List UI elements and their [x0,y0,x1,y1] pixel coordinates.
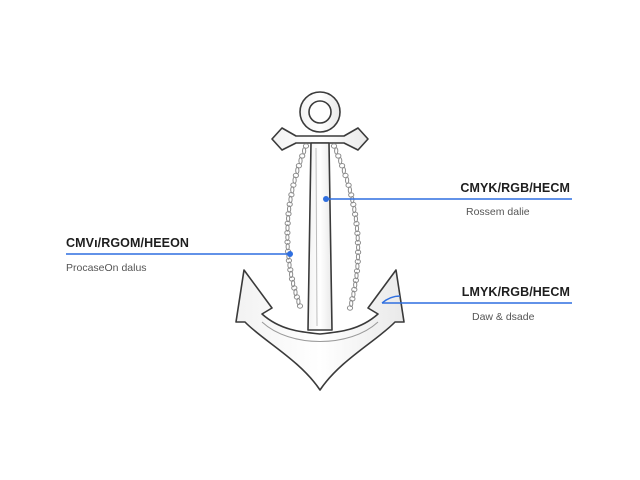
chain-link [284,230,291,236]
anchor-crown-line [261,321,379,342]
chain-link [355,234,360,242]
chain-link [293,288,298,297]
callout-hook-lower-right [381,295,401,304]
chain-link [354,240,361,246]
chain-link [356,243,361,252]
callout-left-title: CMVı/RGOM/HEEON [66,236,190,250]
chain-link [289,270,294,279]
anchor-stock [271,127,369,151]
chain-left [284,143,310,309]
anchor-ring-hole [308,100,332,124]
chain-link [287,261,292,269]
callout-lower-right-title: LMYK/RGB/HECM [461,285,570,299]
chain-link [354,258,361,265]
anchor-icon [235,91,405,391]
chain-link [338,157,343,165]
anchor-shank [307,142,333,331]
chain-link [285,243,290,251]
chain-link [302,147,307,155]
anchor-arms [235,269,405,391]
chain-link [302,143,310,149]
chain-link [354,230,361,237]
chain-link [353,281,358,289]
callout-upper-right-subtitle: Rossem dalie [466,206,530,218]
callout-lower-right-subtitle: Daw & dsade [472,311,535,323]
chain-link [299,153,306,159]
chain-link [296,303,304,309]
chain-link [355,253,361,261]
chain-link [349,299,354,308]
chain-link [335,153,342,159]
chain-link [353,268,361,274]
chain-link [285,233,290,242]
chain-link [354,271,359,280]
chain-link [288,195,293,204]
chain-link [355,262,360,270]
chain-link [291,279,296,288]
chain-link [351,290,356,298]
chain-link [284,220,291,227]
chain-link [339,163,346,169]
callout-dot-left [287,251,293,257]
chain-link [352,205,357,214]
callout-dot-upper-right [323,196,329,202]
chain-link [287,205,292,213]
chain-link [284,239,291,245]
chain-link [353,215,358,223]
chain-link [285,257,292,264]
chain-link [355,249,362,255]
chain-right [330,143,362,311]
chain-link [330,143,338,149]
chain-link [354,224,360,233]
chain-link [334,147,339,155]
callout-lines [66,196,572,304]
chain-link [285,224,290,232]
chain-link [346,305,354,311]
callout-left-subtitle: ProcaseOn dalus [66,262,147,274]
callout-upper-right-title: CMYK/RGB/HECM [460,181,570,195]
chain-link [286,214,291,223]
anchor-shank-highlight [315,147,318,327]
